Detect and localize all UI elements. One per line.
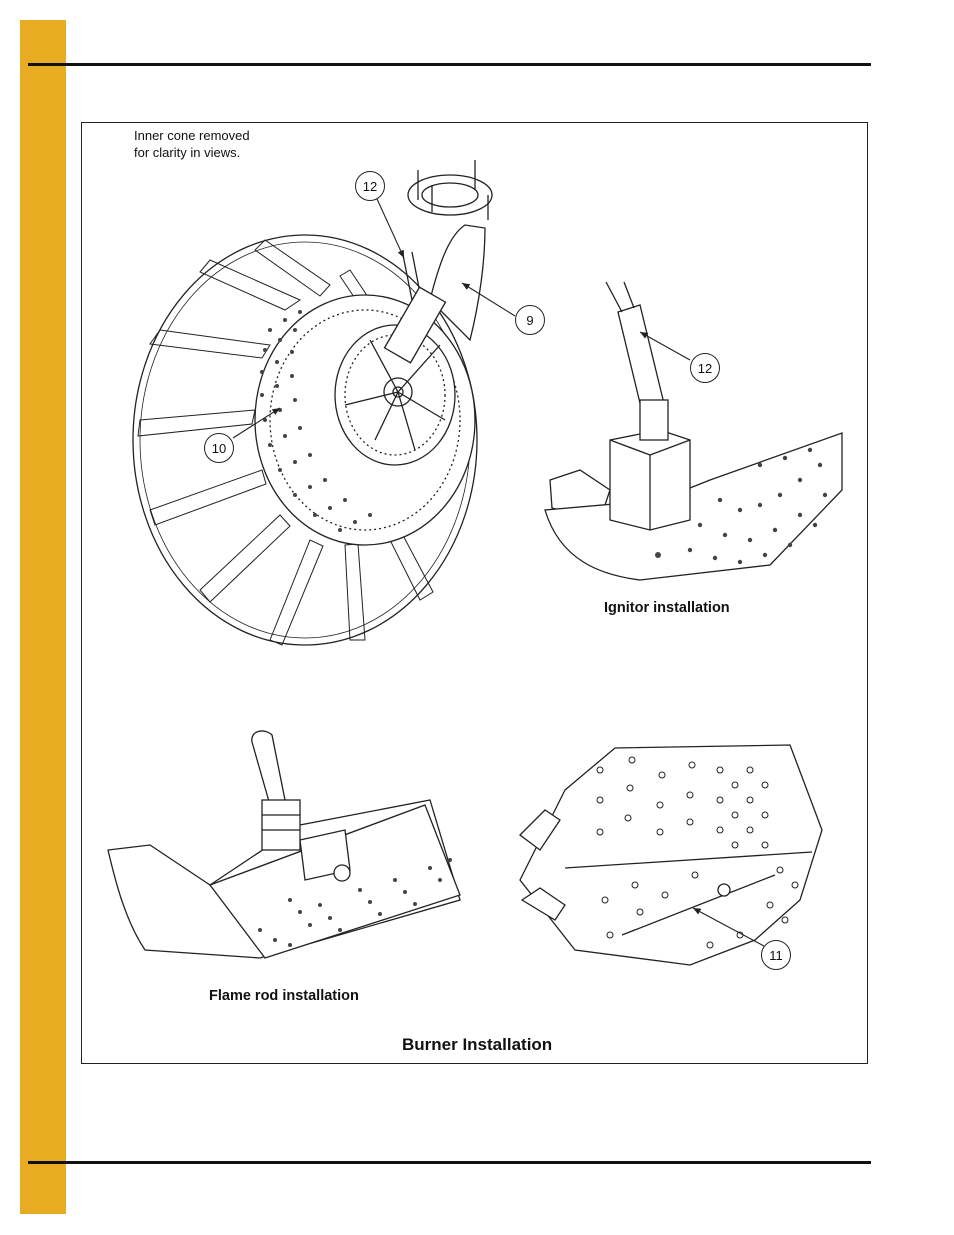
figure-title: Burner Installation — [402, 1035, 552, 1055]
ignitor-installation-drawing — [545, 282, 842, 580]
callout-9: 9 — [515, 305, 545, 335]
flame-rod-installation-drawing — [108, 731, 460, 958]
perforated-panel-detail-drawing — [520, 745, 822, 965]
callout-10: 10 — [204, 433, 234, 463]
ignitor-caption: Ignitor installation — [604, 600, 730, 616]
burner-assembly-drawing — [133, 160, 492, 645]
callout-11: 11 — [761, 940, 791, 970]
callout-12-ignitor: 12 — [690, 353, 720, 383]
flame-rod-caption: Flame rod installation — [209, 988, 359, 1004]
callout-12-main: 12 — [355, 171, 385, 201]
